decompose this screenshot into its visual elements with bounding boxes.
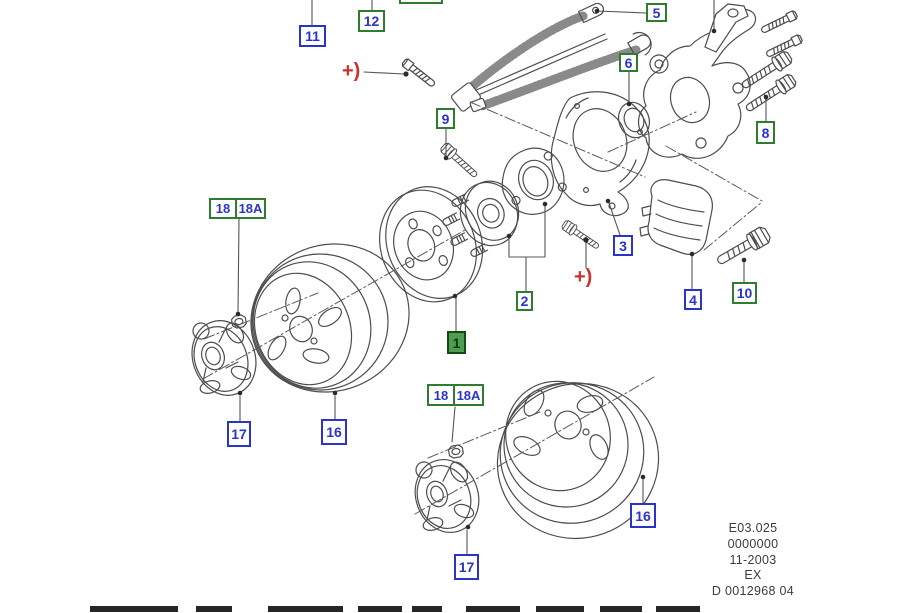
info-line-2: 0000000 [727, 536, 779, 551]
info-line-5: D 0012968 04 [711, 584, 795, 599]
hubcap-bottom [414, 459, 480, 533]
carrier-bolt [559, 218, 602, 253]
leader-dots [235, 8, 769, 530]
part-label-16-bottom: 16 [630, 503, 656, 528]
part-label-18-18a-bottom: 18 18A [427, 384, 484, 406]
part-label-top-partial [399, 0, 443, 4]
bolt-10-part [713, 224, 773, 270]
drawing-info-block: E03.025 0000000 11-2003 EX D 0012968 04 [693, 521, 813, 600]
hub-bearing [441, 147, 567, 259]
part-label-3: 3 [613, 235, 633, 256]
wheel-left [250, 243, 410, 393]
part-label-18-18a-left: 18 18A [209, 198, 266, 219]
caliper [639, 179, 713, 255]
part-label-11: 11 [299, 25, 326, 47]
part-label-18: 18 [427, 384, 455, 406]
plus-callout-mid: +) [574, 266, 593, 288]
info-line-3: 11-2003 [729, 552, 777, 567]
knuckle [637, 3, 757, 159]
part-label-1: 1 [447, 331, 466, 354]
splash-shield [550, 91, 650, 217]
leader-lines [237, 0, 767, 555]
part-label-9: 9 [436, 108, 455, 129]
part-label-10: 10 [732, 282, 757, 304]
part-label-17-bottom: 17 [454, 554, 479, 580]
hubcap-left [191, 320, 257, 396]
bolt-small-a [759, 9, 799, 36]
part-label-5: 5 [646, 3, 667, 22]
part-label-12: 12 [358, 10, 385, 32]
part-label-4: 4 [684, 289, 702, 310]
part-label-18: 18 [209, 198, 237, 219]
part-label-17-left: 17 [227, 421, 251, 447]
part-label-2: 2 [516, 291, 533, 311]
part-label-18a: 18A [453, 384, 484, 406]
info-line-1: E03.025 [728, 521, 778, 535]
part-label-8: 8 [756, 121, 775, 144]
bottom-bar [90, 606, 700, 612]
bolt-9-part [438, 140, 481, 181]
seal-ring [617, 101, 651, 139]
info-line-4: EX [744, 568, 762, 583]
part-label-16-left: 16 [321, 419, 347, 445]
plus-callout-top: +) [342, 60, 361, 82]
part-label-18a: 18A [235, 198, 266, 219]
part-label-6: 6 [619, 53, 638, 72]
wheel-bottom [496, 380, 660, 540]
axis-lines [202, 101, 763, 515]
bolt-8b-part [742, 71, 799, 117]
bolt-small-b [764, 33, 804, 60]
bolt-8a-part [738, 48, 795, 94]
brake-disc [378, 186, 484, 303]
